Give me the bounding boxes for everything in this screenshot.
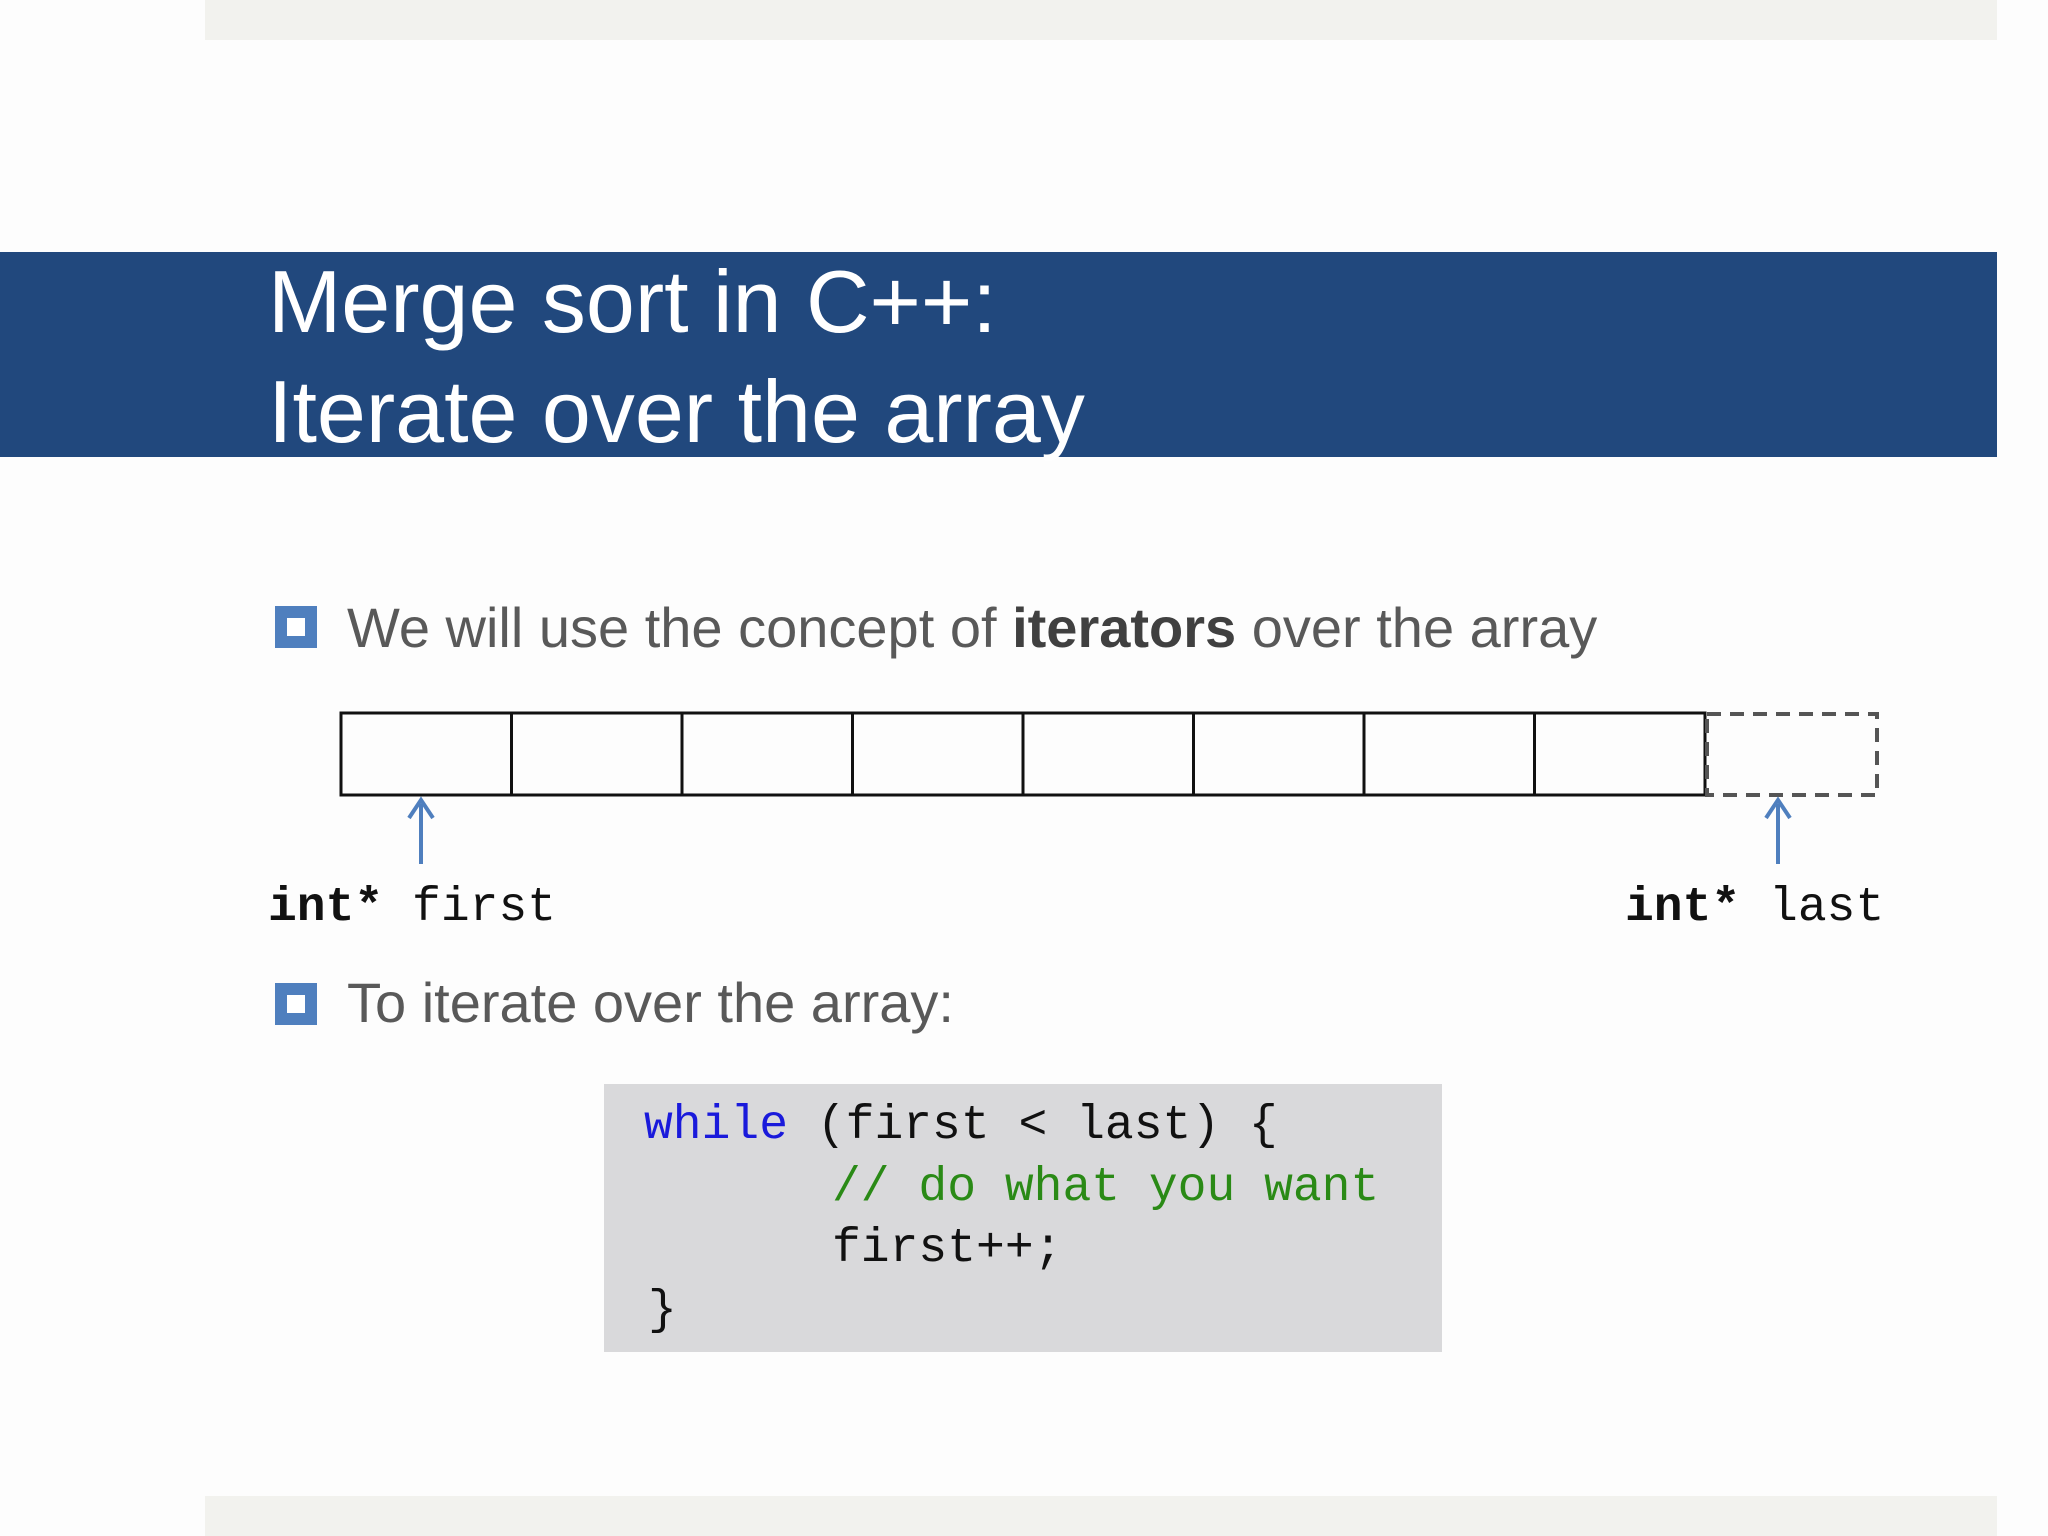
- bullet-text-after: over the array: [1236, 596, 1598, 659]
- array-cell: [1021, 711, 1195, 797]
- slide-title-line1: Merge sort in C++:: [268, 252, 997, 351]
- bullet-square-icon: [275, 606, 317, 648]
- array-cell: [339, 711, 513, 797]
- first-pointer-label: int* first: [268, 880, 556, 936]
- code-comment: // do what you want: [832, 1161, 1380, 1215]
- bullet-text-bold: iterators: [1012, 596, 1237, 659]
- top-margin-strip: [205, 0, 1997, 40]
- last-pointer-label: int* last: [1625, 880, 1884, 936]
- bullet-iterate: To iterate over the array:: [347, 971, 954, 1034]
- array-cell: [851, 711, 1025, 797]
- last-pointer-name: last: [1769, 881, 1885, 935]
- code-block: [604, 1084, 1442, 1352]
- bottom-margin-strip: [205, 1496, 1997, 1536]
- array-cell: [1192, 711, 1366, 797]
- first-pointer-type: int*: [268, 881, 384, 935]
- code-keyword-while: while: [644, 1099, 789, 1153]
- past-end-cell: [1705, 712, 1879, 797]
- array-cell: [510, 711, 684, 797]
- slide-title-line2: Iterate over the array: [268, 362, 1085, 461]
- array-cell: [1362, 711, 1536, 797]
- bullet-text-before: We will use the concept of: [347, 596, 1013, 659]
- first-arrow-icon: [407, 796, 435, 864]
- last-pointer-type: int*: [1625, 881, 1741, 935]
- bullet-iterators: We will use the concept of iterators ove…: [347, 596, 1597, 660]
- array-cell: [1533, 711, 1707, 797]
- code-line-1-rest: (first < last) {: [788, 1099, 1278, 1153]
- array-cells: [339, 711, 1707, 797]
- array-cell: [680, 711, 854, 797]
- code-line-3: first++;: [832, 1222, 1063, 1276]
- last-arrow-icon: [1764, 796, 1792, 864]
- bullet-square-icon: [275, 983, 317, 1025]
- code-line-1: while (first < last) {: [644, 1098, 1278, 1154]
- array-diagram: [339, 711, 1879, 864]
- code-line-4: }: [648, 1284, 677, 1338]
- first-pointer-name: first: [412, 881, 557, 935]
- title-band: [0, 252, 1997, 457]
